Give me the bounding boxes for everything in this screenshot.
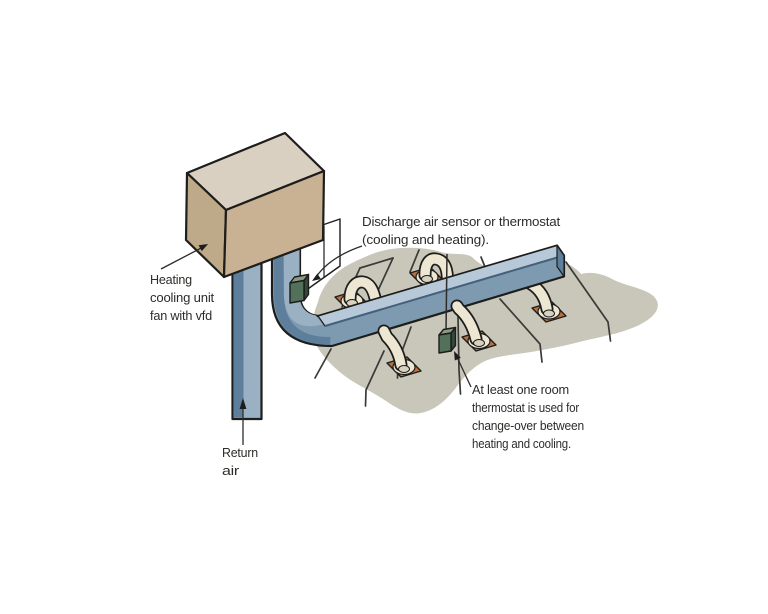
sensor-arrowhead	[312, 273, 321, 281]
partition-wall-line	[314, 348, 332, 379]
unit-arrowhead	[198, 244, 208, 252]
thermostat-wire	[445, 253, 448, 333]
supply-duct	[270, 238, 566, 348]
label-heating-unit-line3: fan with vfd	[150, 308, 212, 323]
partition-wall-line	[480, 256, 486, 268]
partition-wall-line	[364, 350, 385, 407]
label-room-thermostat: At least one room thermostat is used for…	[472, 382, 584, 451]
label-return-air-line1: Return	[222, 445, 258, 460]
label-room-thermostat-line3: change-over between	[472, 418, 584, 433]
diffuser	[377, 324, 422, 378]
return-air-arrow	[239, 398, 247, 445]
diffuser-pipe	[379, 326, 406, 370]
partition-wall-line	[499, 298, 543, 363]
return-air-arrowhead	[239, 398, 247, 409]
label-room-thermostat-line1: At least one room	[472, 382, 569, 397]
room-thermostat	[438, 326, 457, 354]
label-room-thermostat-line2: thermostat is used for	[472, 400, 580, 415]
duct-sensor-front	[289, 279, 305, 304]
label-heating-unit-line1: Heating	[150, 272, 192, 287]
label-return-air-line2: air	[222, 463, 240, 478]
supply-duct-shading	[274, 240, 331, 345]
return-duct	[231, 248, 263, 421]
partition-wall-line	[409, 249, 420, 273]
label-discharge-sensor-line2: (cooling and heating).	[362, 232, 489, 247]
diffuser-pipe	[452, 301, 481, 344]
diffuser-hole	[398, 365, 410, 373]
diffuser-pipe	[345, 277, 381, 311]
thermostat-arrowhead	[454, 351, 461, 361]
thermostat-leader-line	[455, 354, 472, 388]
unit-box-front	[222, 169, 326, 279]
labels: Discharge air sensor or thermostat (cool…	[150, 214, 584, 478]
partition-wall-line	[457, 316, 462, 395]
diffuser-hole	[473, 339, 485, 347]
partition-walls	[314, 249, 612, 407]
partition-wall-line	[565, 261, 612, 342]
sensor-leader-line	[315, 245, 363, 278]
label-return-air: Return air	[222, 445, 258, 478]
label-discharge-sensor-line1: Discharge air sensor or thermostat	[362, 214, 561, 229]
supply-duct-end-cap	[556, 244, 565, 278]
unit-box	[184, 131, 326, 279]
diffuser-group-near	[377, 299, 497, 378]
duct-sensor	[289, 273, 310, 304]
supply-duct-edge-line	[324, 254, 565, 327]
room-thermostat-front	[438, 332, 452, 354]
diffuser-hole	[421, 275, 433, 283]
return-duct-shading	[234, 250, 244, 418]
label-heating-unit: Heating cooling unit fan with vfd	[150, 272, 215, 323]
label-room-thermostat-line4: heating and cooling.	[472, 436, 571, 451]
supply-duct-vertical-face	[283, 240, 323, 327]
label-discharge-sensor: Discharge air sensor or thermostat (cool…	[362, 214, 561, 247]
unit-leader-line	[160, 244, 207, 270]
partition-wall-line	[359, 257, 394, 269]
leader-arrows	[160, 244, 472, 388]
label-heating-unit-line2: cooling unit	[150, 290, 215, 305]
diffuser	[450, 299, 497, 352]
diffuser-hole	[543, 309, 555, 318]
